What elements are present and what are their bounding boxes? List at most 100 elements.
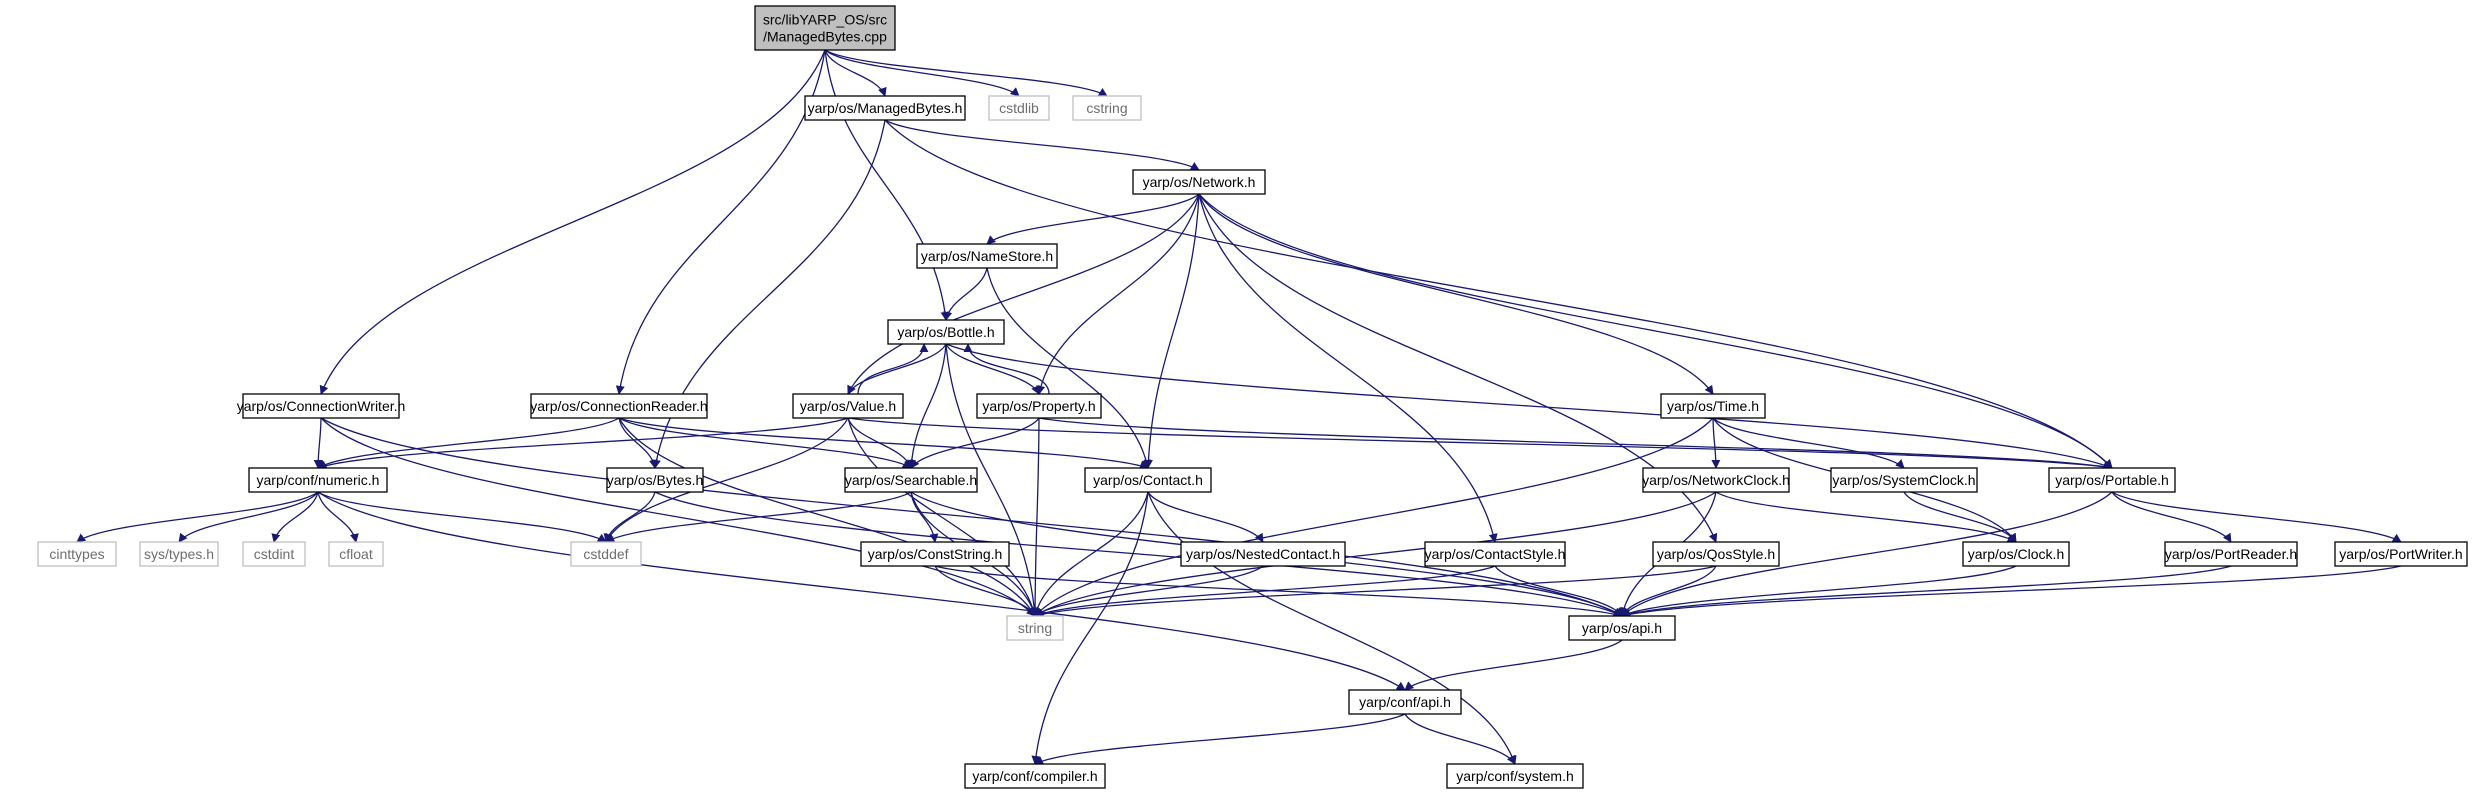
node-box	[530, 393, 708, 419]
edge-portable-to-portwriter	[2111, 491, 2402, 543]
node-cstring: cstring	[1072, 95, 1142, 121]
edge-bytes-to-osapi	[654, 491, 1623, 617]
edge-confapi-to-system	[1404, 713, 1516, 765]
node-cstddef: cstddef	[570, 541, 642, 567]
node-systypes: sys/types.h	[139, 541, 219, 567]
edge-contact-to-nestedcontact	[1147, 491, 1264, 543]
node-nestedcontact[interactable]: yarp/os/NestedContact.h	[1180, 541, 1346, 567]
node-portable[interactable]: yarp/os/Portable.h	[2048, 467, 2176, 493]
node-layer: src/libYARP_OS/src/ManagedBytes.cpp yarp/…	[37, 5, 2468, 789]
node-namestore[interactable]: yarp/os/NameStore.h	[916, 243, 1058, 269]
edge-network-to-contactstyle	[1198, 193, 1498, 543]
edge-value-to-cstddef	[605, 417, 849, 543]
edge-root-to-bottle	[824, 49, 950, 321]
node-box	[916, 243, 1058, 269]
edge-connreader-to-contact	[618, 417, 1149, 470]
node-connwriter[interactable]: yarp/os/ConnectionWriter.h	[237, 393, 406, 419]
node-qosstyle[interactable]: yarp/os/QosStyle.h	[1652, 541, 1780, 567]
node-bottle[interactable]: yarp/os/Bottle.h	[887, 319, 1005, 345]
node-box	[754, 5, 896, 51]
node-portwriter[interactable]: yarp/os/PortWriter.h	[2334, 541, 2468, 567]
node-label: yarp/os/Searchable.h	[845, 472, 977, 488]
node-label: yarp/os/ManagedBytes.h	[808, 100, 963, 116]
edge-numeric-to-confapi	[317, 491, 1406, 691]
edge-time-to-systemclock	[1712, 417, 1905, 469]
node-box	[887, 319, 1005, 345]
node-networkclock[interactable]: yarp/os/NetworkClock.h	[1642, 467, 1790, 493]
edge-networkclock-to-string	[1034, 491, 1717, 617]
node-compiler[interactable]: yarp/conf/compiler.h	[964, 763, 1106, 789]
edge-numeric-to-systypes	[178, 491, 319, 543]
edge-connreader-to-bytes	[618, 417, 658, 469]
node-network[interactable]: yarp/os/Network.h	[1132, 169, 1266, 195]
node-cfloat: cfloat	[328, 541, 384, 567]
node-bytes[interactable]: yarp/os/Bytes.h	[606, 467, 704, 493]
node-managedbytes[interactable]: yarp/os/ManagedBytes.h	[804, 95, 966, 121]
node-property[interactable]: yarp/os/Property.h	[976, 393, 1102, 419]
node-label: string	[1018, 620, 1052, 636]
edge-numeric-to-cinttypes	[76, 491, 319, 543]
edge-nestedcontact-to-string	[1034, 565, 1264, 617]
node-contact[interactable]: yarp/os/Contact.h	[1084, 467, 1212, 493]
node-numeric[interactable]: yarp/conf/numeric.h	[248, 467, 388, 493]
node-root[interactable]: src/libYARP_OS/src/ManagedBytes.cpp	[754, 5, 896, 51]
node-box	[1642, 467, 1790, 493]
edge-connreader-to-string	[618, 417, 1036, 617]
edge-value-to-bottle	[857, 343, 929, 395]
node-value[interactable]: yarp/os/Value.h	[792, 393, 904, 419]
node-box	[2048, 467, 2176, 493]
edge-searchable-to-cstddef	[605, 491, 912, 543]
node-contactstyle[interactable]: yarp/os/ContactStyle.h	[1424, 541, 1566, 567]
edge-managedbytes-to-portable	[884, 119, 2113, 469]
node-label: cstdint	[254, 546, 295, 562]
edge-networkclock-to-clock	[1715, 491, 2017, 543]
edge-layer	[76, 49, 2402, 765]
node-box	[1830, 467, 1978, 493]
edge-bottle-to-searchable	[907, 343, 947, 469]
node-confapi[interactable]: yarp/conf/api.h	[1348, 689, 1462, 715]
edge-bottle-to-value	[847, 343, 947, 395]
node-label: yarp/os/Clock.h	[1968, 546, 2064, 562]
node-conststring[interactable]: yarp/os/ConstString.h	[860, 541, 1010, 567]
node-label: yarp/os/QosStyle.h	[1657, 546, 1775, 562]
node-label: sys/types.h	[144, 546, 214, 562]
node-label: yarp/os/api.h	[1582, 620, 1662, 636]
node-time[interactable]: yarp/os/Time.h	[1660, 393, 1766, 419]
edge-osapi-to-confapi	[1404, 639, 1623, 691]
node-label: yarp/conf/numeric.h	[257, 472, 380, 488]
edge-property-to-searchable	[910, 417, 1040, 469]
edge-value-to-string	[847, 417, 1038, 617]
node-box	[964, 763, 1106, 789]
node-box	[1652, 541, 1780, 567]
node-searchable[interactable]: yarp/os/Searchable.h	[844, 467, 978, 493]
edge-bottle-to-string	[945, 343, 1039, 617]
node-label: yarp/os/NameStore.h	[921, 248, 1053, 264]
edge-contact-to-compiler	[1031, 491, 1149, 765]
node-label: /ManagedBytes.cpp	[763, 29, 887, 45]
node-connreader[interactable]: yarp/os/ConnectionReader.h	[530, 393, 708, 419]
node-osapi[interactable]: yarp/os/api.h	[1568, 615, 1676, 641]
node-string: string	[1006, 615, 1064, 641]
edge-network-to-portable	[1198, 193, 2113, 469]
node-portreader[interactable]: yarp/os/PortReader.h	[2164, 541, 2298, 567]
node-label: yarp/os/NestedContact.h	[1186, 546, 1340, 562]
node-box	[328, 541, 384, 567]
node-clock[interactable]: yarp/os/Clock.h	[1962, 541, 2070, 567]
node-system[interactable]: yarp/conf/system.h	[1446, 763, 1584, 789]
node-label: yarp/os/PortWriter.h	[2339, 546, 2462, 562]
edge-network-to-namestore	[986, 193, 1200, 245]
edge-connwriter-to-osapi	[320, 417, 1623, 617]
edge-confapi-to-compiler	[1034, 713, 1406, 765]
edge-conststring-to-osapi	[934, 565, 1623, 619]
node-label: cstring	[1086, 100, 1127, 116]
edge-root-to-connwriter	[319, 49, 826, 395]
edge-time-to-networkclock	[1711, 417, 1721, 469]
node-box	[1568, 615, 1676, 641]
node-systemclock[interactable]: yarp/os/SystemClock.h	[1830, 467, 1978, 493]
edge-network-to-value	[847, 193, 1200, 395]
node-label: yarp/os/PortReader.h	[2165, 546, 2297, 562]
edge-qosstyle-to-string	[1034, 565, 1717, 619]
node-box	[1072, 95, 1142, 121]
node-label: yarp/os/NetworkClock.h	[1642, 472, 1790, 488]
